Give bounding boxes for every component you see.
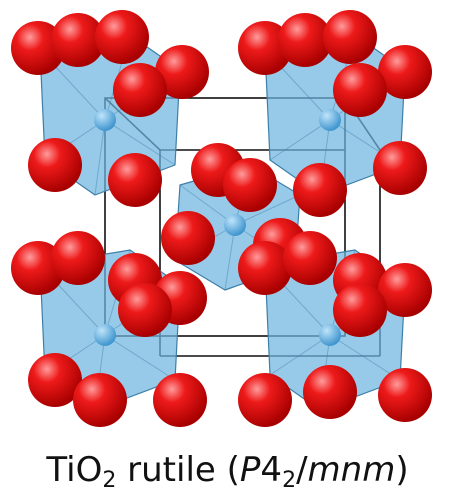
caption-space-group-open: (	[226, 450, 240, 490]
caption-space-group-slash: /	[296, 450, 308, 490]
oxygen-atom	[11, 21, 65, 75]
titanium-atom	[319, 324, 341, 346]
octahedron-edge	[104, 334, 176, 381]
oxygen-atom	[238, 373, 292, 427]
oxygen-atom	[333, 63, 387, 117]
caption-space-group-number: 4	[260, 450, 283, 490]
octahedron-edge	[94, 119, 106, 196]
oxygen-atom	[51, 13, 105, 67]
caption-space-group-close: )	[395, 450, 409, 490]
titanium-atom	[94, 109, 116, 131]
oxygen-atom	[283, 231, 337, 285]
oxygen-atom	[28, 353, 82, 407]
caption-formula: TiO	[46, 450, 103, 490]
octahedron-edge	[329, 334, 401, 381]
oxygen-atom	[378, 368, 432, 422]
oxygen-atom	[118, 283, 172, 337]
oxygen-atom	[373, 141, 427, 195]
oxygen-atom	[238, 21, 292, 75]
octahedron-edge	[104, 119, 176, 166]
oxygen-atom	[378, 45, 432, 99]
oxygen-atom	[293, 163, 347, 217]
unit-cell-front-face	[104, 97, 346, 337]
oxygen-atom	[28, 138, 82, 192]
figure-caption: TiO2 rutile (P42/mnm)	[0, 440, 455, 503]
oxygen-atom	[153, 373, 207, 427]
caption-mineral-name: rutile	[127, 450, 216, 490]
oxygen-atom	[95, 10, 149, 64]
oxygen-atom	[161, 211, 215, 265]
octahedron-edge	[179, 184, 236, 226]
oxygen-atom	[333, 283, 387, 337]
caption-space-group-lattice: P	[239, 450, 261, 490]
caption-space-group-subscript: 2	[282, 468, 297, 493]
oxygen-atom	[303, 365, 357, 419]
oxygen-atom	[378, 263, 432, 317]
titanium-atom	[224, 214, 246, 236]
oxygen-atom	[155, 45, 209, 99]
oxygen-atom	[323, 10, 377, 64]
titanium-atom	[319, 109, 341, 131]
oxygen-atom	[223, 158, 277, 212]
oxygen-atom	[73, 373, 127, 427]
caption-space-group-symbols: mnm	[307, 450, 396, 490]
octahedron-edge	[269, 119, 331, 161]
oxygen-atom	[113, 63, 167, 117]
oxygen-atom	[238, 241, 292, 295]
octahedron-edge	[269, 334, 331, 376]
octahedron-edge	[234, 194, 301, 226]
oxygen-atom	[278, 13, 332, 67]
oxygen-atom	[108, 153, 162, 207]
oxygen-atoms	[11, 10, 432, 427]
rutile-crystal-structure-diagram	[11, 10, 432, 427]
oxygen-atom	[51, 231, 105, 285]
titanium-atom	[94, 324, 116, 346]
caption-formula-subscript: 2	[102, 468, 117, 493]
